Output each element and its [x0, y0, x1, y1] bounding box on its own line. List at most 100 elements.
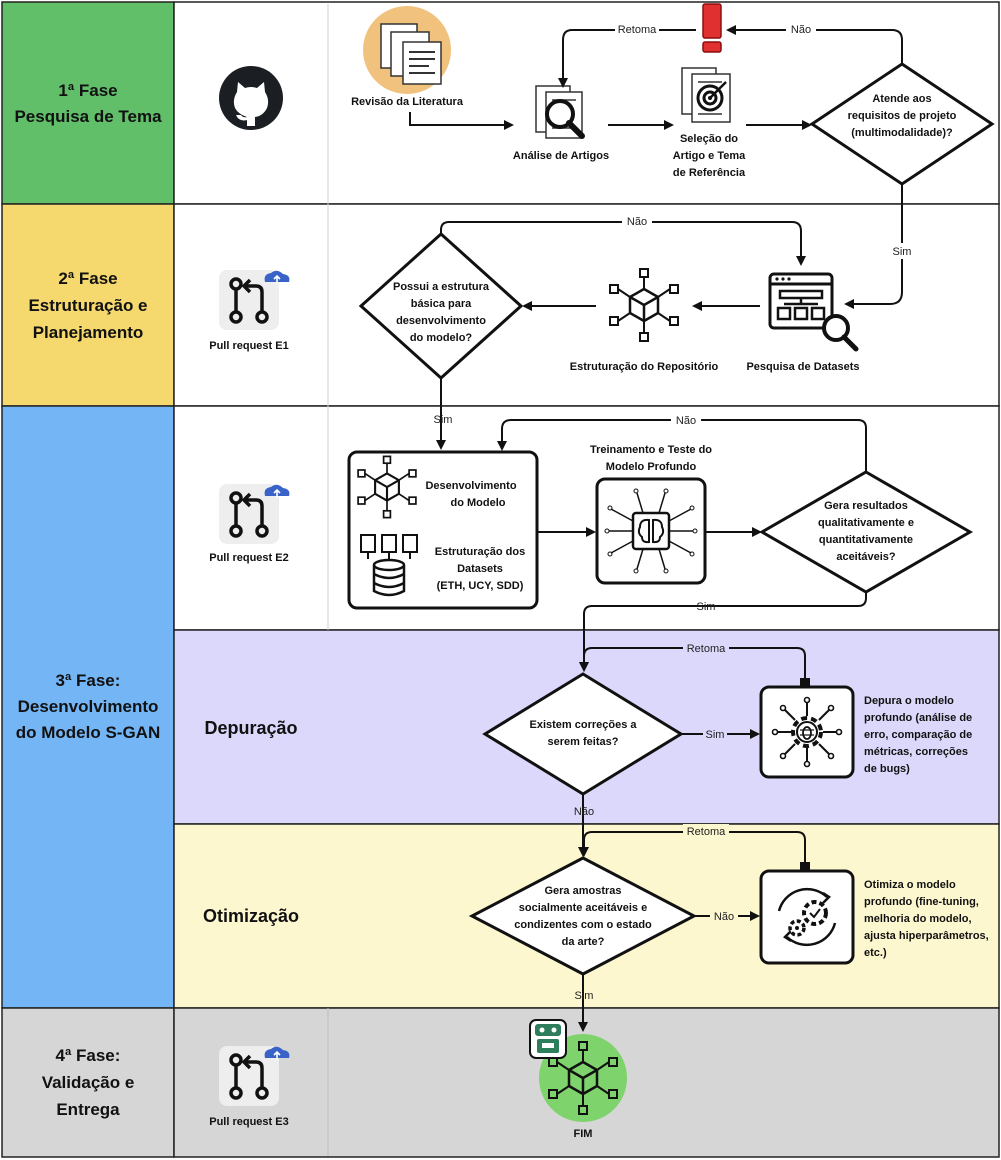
phase3-cell: [1, 405, 175, 1009]
depura-label-4: métricas, correções: [864, 746, 968, 758]
gera-resultados-label-4: aceitáveis?: [836, 551, 896, 563]
estruturacao-repo-label: Estruturação do Repositório: [570, 361, 719, 373]
pull-request-cloud-icon: [219, 1046, 290, 1106]
depura-label-3: erro, comparação de: [864, 729, 972, 741]
network-cube-icon: [357, 455, 417, 519]
gear-optimize-icon: [777, 887, 837, 947]
desenvolvimento-label-2: do Modelo: [451, 497, 506, 509]
phase1-cell: [1, 1, 175, 205]
depura-label-5: de bugs): [864, 763, 910, 775]
selecao-label-3: de Referência: [673, 167, 746, 179]
pull-request-e3-label: Pull request E3: [209, 1116, 288, 1128]
pull-request-cloud-icon: [219, 270, 290, 330]
phase3-subtitle-2: do Modelo S-GAN: [16, 723, 160, 742]
document-target-icon: [681, 67, 731, 123]
edge-label-nao-3: Não: [676, 415, 696, 427]
edge-label-retoma-2: Retoma: [687, 643, 726, 655]
phase1-label: 1ª Fase Pesquisa de Tema: [14, 81, 162, 126]
edge-label-nao-4: Não: [574, 806, 594, 818]
edge-label-sim-3: Sim: [697, 601, 716, 613]
gear-bug-icon: [771, 696, 843, 768]
selecao-label-1: Seleção do: [680, 133, 738, 145]
otimiza-label-2: profundo (fine-tuning,: [864, 896, 979, 908]
phase2-cell: [1, 203, 175, 407]
files-database-icon: [360, 534, 418, 597]
gera-amostras-label-2: socialmente aceitáveis e: [519, 902, 647, 914]
possui-label-2: básica para: [411, 298, 472, 310]
otimiza-label-3: melhoria do modelo,: [864, 913, 972, 925]
edge-label-nao-5: Não: [714, 911, 734, 923]
phase2-title: 2ª Fase: [58, 269, 117, 288]
phase4-cell: [1, 1007, 175, 1158]
phase4-label: 4ª Fase: Validação e Entrega: [42, 1046, 135, 1119]
possui-label-4: do modelo?: [410, 332, 473, 344]
phase1-subtitle: Pesquisa de Tema: [14, 107, 162, 126]
existem-label-1: Existem correções a: [529, 719, 637, 731]
dataset-search-icon: [768, 272, 859, 352]
edge-label-sim-4: Sim: [706, 729, 725, 741]
phase1-title: 1ª Fase: [58, 81, 117, 100]
gera-resultados-label-1: Gera resultados: [824, 500, 908, 512]
revisao-label: Revisão da Literatura: [351, 96, 464, 108]
edge-label-sim-2: Sim: [434, 414, 453, 426]
treinamento-label-2: Modelo Profundo: [606, 461, 697, 473]
otimizacao-title: Otimização: [203, 906, 299, 926]
document-search-icon: [535, 85, 585, 139]
phase2-subtitle-1: Estruturação e: [28, 296, 147, 315]
edge-label-sim-1: Sim: [893, 246, 912, 258]
estruturacao-datasets-label-3: (ETH, UCY, SDD): [437, 580, 524, 592]
gera-amostras-label-4: da arte?: [562, 936, 605, 948]
phase3-title: 3ª Fase:: [56, 671, 121, 690]
atende-label-3: (multimodalidade)?: [851, 127, 953, 139]
brain-chip-icon: [604, 488, 698, 574]
edge-atende-nao: [726, 25, 903, 64]
fim-label: FIM: [574, 1128, 593, 1140]
github-icon: [219, 66, 283, 130]
pesquisa-datasets-label: Pesquisa de Datasets: [746, 361, 859, 373]
edge-gera-sim: [579, 592, 867, 672]
otimiza-label-5: etc.): [864, 947, 887, 959]
documents-icon: [363, 6, 451, 94]
pull-request-e2-label: Pull request E2: [209, 552, 288, 564]
gera-resultados-label-2: qualitativamente e: [818, 517, 914, 529]
edge-label-sim-5: Sim: [575, 990, 594, 1002]
phase3-subtitle-1: Desenvolvimento: [18, 697, 159, 716]
estruturacao-datasets-label-2: Datasets: [457, 563, 503, 575]
phase4-subtitle-1: Validação e: [42, 1073, 135, 1092]
depuracao-title: Depuração: [204, 718, 297, 738]
edge-label-nao-1: Não: [791, 24, 811, 36]
possui-label-1: Possui a estrutura: [393, 281, 490, 293]
edge-label-retoma-3: Retoma: [687, 826, 726, 838]
selecao-label-2: Artigo e Tema: [673, 150, 746, 162]
otimiza-label-1: Otimiza o modelo: [864, 879, 956, 891]
gera-amostras-label-1: Gera amostras: [544, 885, 621, 897]
edge-label-retoma-1: Retoma: [618, 24, 657, 36]
depura-label-1: Depura o modelo: [864, 695, 954, 707]
treinamento-label-1: Treinamento e Teste do: [590, 444, 712, 456]
pull-request-e1-label: Pull request E1: [209, 340, 288, 352]
possui-label-3: desenvolvimento: [396, 315, 486, 327]
phase3-label: 3ª Fase: Desenvolvimento do Modelo S-GAN: [16, 671, 160, 742]
edge-atende-sim: [844, 184, 903, 309]
gera-amostras-label-3: condizentes com o estado: [514, 919, 652, 931]
existem-label-2: serem feitas?: [548, 736, 619, 748]
edge-label-nao-2: Não: [627, 216, 647, 228]
gera-resultados-label-3: quantitativamente: [819, 534, 913, 546]
edge-possui-nao: [440, 221, 806, 266]
phase4-subtitle-2: Entrega: [56, 1100, 120, 1119]
estruturacao-datasets-label-1: Estruturação dos: [435, 546, 525, 558]
edge-revisao-analise: [409, 112, 514, 130]
otimiza-label-4: ajusta hiperparâmetros,: [864, 930, 989, 942]
robot-icon: [529, 1019, 567, 1059]
phase2-subtitle-2: Planejamento: [33, 323, 144, 342]
edge-retoma-analise: [558, 29, 696, 88]
analise-label: Análise de Artigos: [513, 150, 609, 162]
depura-label-2: profundo (análise de: [864, 712, 972, 724]
exclamation-warning-icon: [702, 3, 722, 53]
network-cube-icon: [609, 268, 679, 342]
desenvolvimento-label-1: Desenvolvimento: [425, 480, 516, 492]
atende-label-1: Atende aos: [872, 93, 931, 105]
atende-label-2: requisitos de projeto: [848, 110, 957, 122]
phase4-title: 4ª Fase:: [56, 1046, 121, 1065]
